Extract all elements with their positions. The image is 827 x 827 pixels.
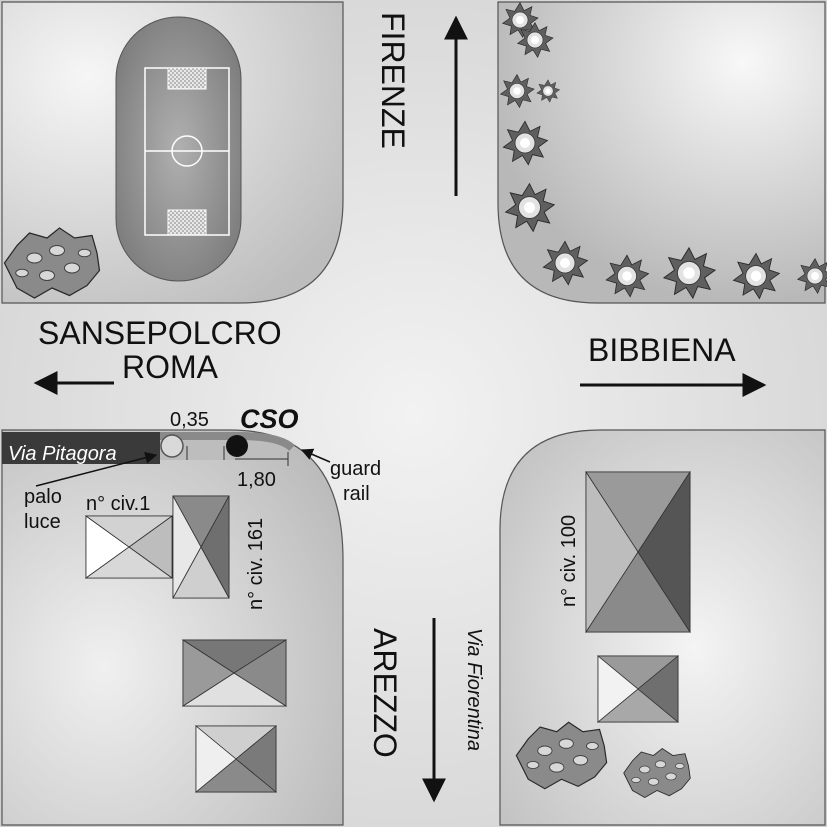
station-point-icon bbox=[226, 435, 248, 457]
building-label-civ-1: n° civ.1 bbox=[86, 493, 150, 515]
building-label-civ-100: n° civ. 100 bbox=[558, 515, 580, 607]
football-field bbox=[115, 16, 242, 282]
building-sw-3 bbox=[181, 639, 288, 707]
station-label: CSO bbox=[240, 404, 299, 434]
direction-label-north: FIRENZE bbox=[375, 12, 411, 149]
street-label-via-fiorentina: Via Fiorentina bbox=[463, 628, 485, 751]
lamp-label-line2: luce bbox=[24, 511, 61, 533]
building-civ-100 bbox=[585, 470, 691, 634]
lamp-label-line1: palo bbox=[24, 486, 62, 508]
block-northeast bbox=[497, 1, 826, 304]
building-sw-4 bbox=[194, 725, 278, 793]
building-civ-161 bbox=[172, 495, 230, 599]
station-markers bbox=[160, 434, 289, 466]
direction-label-west-1: SANSEPOLCRO bbox=[38, 315, 282, 351]
direction-label-south: AREZZO bbox=[367, 628, 403, 758]
guard-rail-label-line1: guard bbox=[330, 458, 381, 480]
direction-label-west-2: ROMA bbox=[122, 349, 219, 385]
direction-label-east: BIBBIENA bbox=[588, 332, 736, 368]
guard-rail-arrow bbox=[300, 448, 331, 463]
lamp-arrow bbox=[35, 451, 158, 487]
building-se-2 bbox=[596, 655, 680, 723]
distance-left-label: 0,35 bbox=[170, 409, 209, 431]
distance-below-label: 1,80 bbox=[237, 469, 276, 491]
building-label-civ-161: n° civ. 161 bbox=[245, 518, 267, 610]
guard-rail-label-line2: rail bbox=[343, 483, 370, 505]
street-lamp-icon bbox=[160, 434, 184, 458]
street-label-via-pitagora: Via Pitagora bbox=[8, 443, 117, 465]
building-civ-1 bbox=[84, 515, 174, 579]
